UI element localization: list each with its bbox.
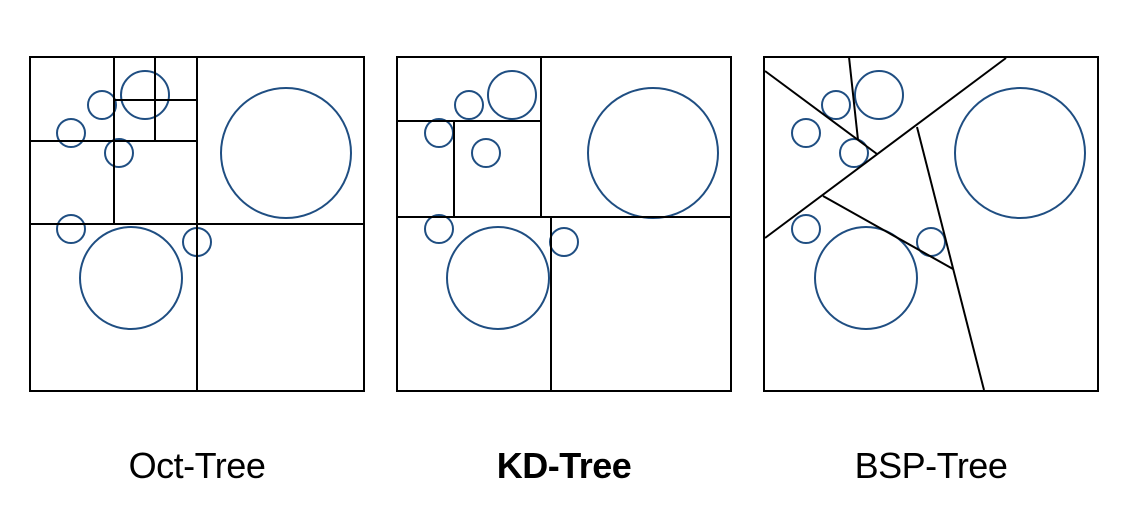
- object-circle: [814, 226, 918, 330]
- object-circle: [424, 118, 454, 148]
- object-circle: [791, 214, 821, 244]
- object-circle: [104, 138, 134, 168]
- panel-kd-tree: [396, 56, 732, 392]
- object-circle: [487, 70, 537, 120]
- object-circle: [79, 226, 183, 330]
- panel-border: [29, 56, 365, 392]
- partition-line: [764, 57, 1007, 239]
- object-circle: [854, 70, 904, 120]
- object-circle: [454, 90, 484, 120]
- object-circle: [424, 214, 454, 244]
- object-circle: [56, 214, 86, 244]
- panel-border: [763, 56, 1099, 392]
- label-bsp-tree: BSP-Tree: [854, 445, 1008, 486]
- object-circle: [821, 90, 851, 120]
- panel-oct-tree: [29, 56, 365, 392]
- object-circle: [839, 138, 869, 168]
- partition-line: [822, 195, 954, 270]
- partition-line: [764, 70, 878, 155]
- object-circle: [56, 118, 86, 148]
- object-circle: [120, 70, 170, 120]
- object-circle: [446, 226, 550, 330]
- label-oct-tree: Oct-Tree: [128, 445, 266, 486]
- object-circle: [87, 90, 117, 120]
- label-kd-tree: KD-Tree: [496, 445, 632, 486]
- panel-bsp-tree: [763, 56, 1099, 392]
- partition-line: [916, 126, 985, 391]
- object-circle: [587, 87, 719, 219]
- object-circle: [954, 87, 1086, 219]
- partition-line: [848, 56, 859, 141]
- panel-border: [396, 56, 732, 392]
- object-circle: [220, 87, 352, 219]
- object-circle: [471, 138, 501, 168]
- object-circle: [791, 118, 821, 148]
- object-circle: [549, 227, 579, 257]
